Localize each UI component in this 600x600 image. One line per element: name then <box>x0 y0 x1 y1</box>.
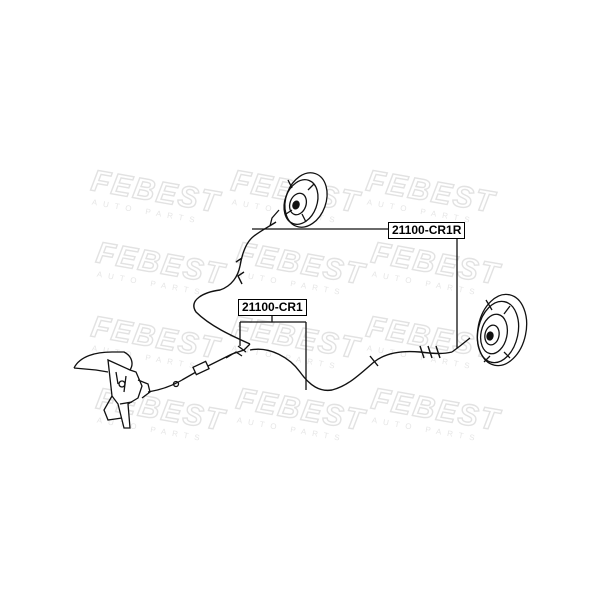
watermark-tile: FEBEST AUTO PARTS <box>368 382 504 444</box>
leader-lines-21100-CR1R <box>252 228 458 348</box>
rear-left-brake-drum <box>269 172 328 228</box>
watermark-tile: FEBEST AUTO PARTS <box>363 164 499 226</box>
watermark-tile: FEBEST AUTO PARTS <box>88 164 224 226</box>
watermark-tile: FEBEST AUTO PARTS <box>368 236 504 298</box>
cable-equalizer <box>225 343 251 359</box>
cable-21100-CR1R <box>193 221 277 345</box>
leader-lines-21100-CR1 <box>239 315 307 390</box>
rear-right-brake-drum <box>451 293 528 367</box>
cable-21100-CR1 <box>249 345 453 392</box>
watermark-tile: FEBEST AUTO PARTS <box>93 236 229 298</box>
parking-brake-lever-assembly <box>73 351 151 429</box>
watermark-tile: FEBEST AUTO PARTS <box>233 236 369 298</box>
part-number-label-rear-left[interactable]: 21100-CR1 <box>238 299 307 316</box>
part-number-label-rear-right[interactable]: 21100-CR1R <box>388 222 466 239</box>
watermark-tile: FEBEST AUTO PARTS <box>233 382 369 444</box>
